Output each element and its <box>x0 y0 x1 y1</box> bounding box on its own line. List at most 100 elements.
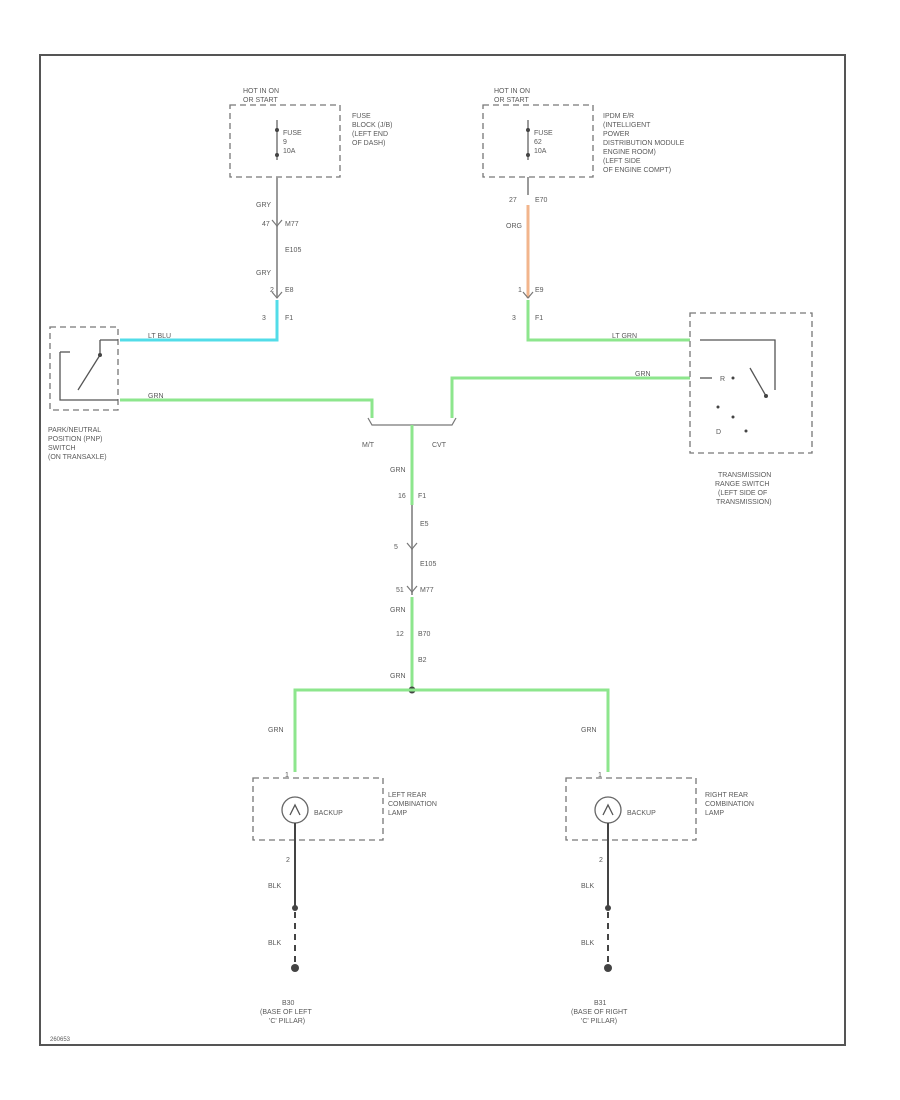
splice-left <box>292 905 298 911</box>
pin-16: 16 <box>398 493 406 500</box>
left-rear-lamp: GRN 1 BACKUP LEFT REAR COMBINATION LAMP … <box>252 727 437 1025</box>
lamp-bulb-left <box>281 796 309 824</box>
pin-2: 2 <box>270 287 274 294</box>
wire-grn-split <box>293 688 610 772</box>
fuse-right-label-2: 62 <box>534 139 542 146</box>
conn-f1: F1 <box>285 315 293 322</box>
fuse-right-loc-5: ENGINE ROOM) <box>603 149 656 156</box>
fuse-box-right: HOT IN ON OR START FUSE 62 10A IPDM E/R … <box>482 88 685 178</box>
hot-label-left-2: OR START <box>243 97 278 104</box>
wire-label-grn-a: GRN <box>390 467 406 474</box>
pnp-label-3: SWITCH <box>48 445 76 452</box>
right-rear-lamp: GRN 1 BACKUP RIGHT REAR COMBINATION LAMP… <box>565 727 754 1025</box>
wire-label-lt-grn: LT GRN <box>612 333 637 340</box>
pin-12: 12 <box>396 631 404 638</box>
ground-left-label-3: 'C' PILLAR) <box>269 1018 305 1025</box>
lamp-left-name: BACKUP <box>314 810 343 817</box>
trs-label-2: RANGE SWITCH <box>715 481 769 488</box>
diagram-frame <box>39 54 846 1046</box>
wire-grn-trs <box>450 376 690 418</box>
wire-label-org: ORG <box>506 223 522 230</box>
trs-label-3: (LEFT SIDE OF <box>718 490 767 497</box>
trs-line-1 <box>700 339 776 390</box>
pin-2-lamp-r: 2 <box>599 857 603 864</box>
fuse-terminal-left-top <box>275 128 279 132</box>
lamp-filament-left <box>289 803 301 816</box>
trs-symbol-r: R <box>720 376 725 383</box>
pnp-switch-pivot <box>98 353 102 357</box>
trs-contact-dot-1 <box>731 376 735 380</box>
lamp-left-label-2: COMBINATION <box>388 801 437 808</box>
lamp-right-label-3: LAMP <box>705 810 724 817</box>
wire-label-grn-trs: GRN <box>635 371 651 378</box>
lamp-right-label-1: RIGHT REAR <box>705 792 748 799</box>
wire-label-grn-lamp-r: GRN <box>581 727 597 734</box>
conn-f1-right: F1 <box>535 315 543 322</box>
pin-5: 5 <box>394 544 398 551</box>
lamp-left-label-1: LEFT REAR <box>388 792 426 799</box>
left-branch: GRY 47 M77 E105 GRY 2 E8 3 F1 LT BLU GRN <box>120 177 374 418</box>
conn-b70: B70 <box>418 631 431 638</box>
hot-label-left-1: HOT IN ON <box>243 88 279 95</box>
figure-id: 260653 <box>50 1037 71 1043</box>
pin-3: 3 <box>262 315 266 322</box>
wire-label-grn-c: GRN <box>390 673 406 680</box>
lamp-bulb-right <box>594 796 622 824</box>
fuse-right-loc-6: (LEFT SIDE <box>603 158 641 165</box>
splice-right <box>605 905 611 911</box>
conn-m77: M77 <box>285 221 299 228</box>
center-trunk: M/T CVT GRN 16 F1 E5 5 E105 51 M77 GRN 1… <box>293 417 610 772</box>
wire-label-gry-1: GRY <box>256 202 271 209</box>
wire-label-grn-pnp: GRN <box>148 393 164 400</box>
pnp-switch-contact <box>77 354 101 391</box>
fuse-right-label-1: FUSE <box>534 130 553 137</box>
connector-e9-symbol <box>522 291 534 299</box>
ground-left <box>291 964 299 972</box>
conn-mt: M/T <box>362 442 375 449</box>
hot-label-right-1: HOT IN ON <box>494 88 530 95</box>
wire-label-grn-lamp-l: GRN <box>268 727 284 734</box>
fuse-right-label-3: 10A <box>534 148 547 155</box>
pnp-switch: PARK/NEUTRAL POSITION (PNP) SWITCH (ON T… <box>48 326 119 461</box>
pin-51: 51 <box>396 587 404 594</box>
trs-contact <box>749 367 767 397</box>
conn-e8: E8 <box>285 287 294 294</box>
pnp-switch-line-1 <box>59 352 118 401</box>
trs-pivot <box>764 394 768 398</box>
fuse-block-box <box>229 104 341 178</box>
pnp-label-4: (ON TRANSAXLE) <box>48 454 107 461</box>
fuse-right-loc-3: POWER <box>603 131 629 138</box>
fuse-terminal-left-bottom <box>275 153 279 157</box>
ground-right-label-1: B31 <box>594 1000 607 1007</box>
pin-1: 1 <box>518 287 522 294</box>
ground-left-label-1: B30 <box>282 1000 295 1007</box>
wire-lt-grn <box>526 300 690 342</box>
trs-contact-dot-3 <box>731 415 735 419</box>
wire-grn-pnp <box>120 398 374 418</box>
conn-cvt: CVT <box>432 442 447 449</box>
fuse-left-loc-4: OF DASH) <box>352 140 385 147</box>
fuse-terminal-right-top <box>526 128 530 132</box>
lamp-right-box <box>565 777 697 841</box>
pnp-label-1: PARK/NEUTRAL <box>48 427 101 434</box>
hot-label-right-2: OR START <box>494 97 529 104</box>
pin-1-lamp-r: 1 <box>598 772 602 779</box>
trs-box <box>689 312 813 454</box>
pin-2-lamp-l: 2 <box>286 857 290 864</box>
wire-label-grn-b: GRN <box>390 607 406 614</box>
fuse-left-loc-3: (LEFT END <box>352 131 388 138</box>
trs-label-4: TRANSMISSION) <box>716 499 772 506</box>
pnp-label-2: POSITION (PNP) <box>48 436 102 443</box>
lamp-left-label-3: LAMP <box>388 810 407 817</box>
right-branch: 27 E70 ORG 1 E9 3 F1 LT GRN GRN <box>450 177 690 418</box>
conn-f1-center: F1 <box>418 493 426 500</box>
connector-m77-symbol <box>271 219 283 227</box>
fuse-terminal-right-bottom <box>526 153 530 157</box>
connector-m77-center-symbol <box>406 585 418 593</box>
wire-label-lt-blu: LT BLU <box>148 333 171 340</box>
connector-e5-symbol <box>406 542 418 550</box>
pin-27: 27 <box>509 197 517 204</box>
trs-symbol-d: D <box>716 429 721 436</box>
fuse-left-label-3: 10A <box>283 148 296 155</box>
